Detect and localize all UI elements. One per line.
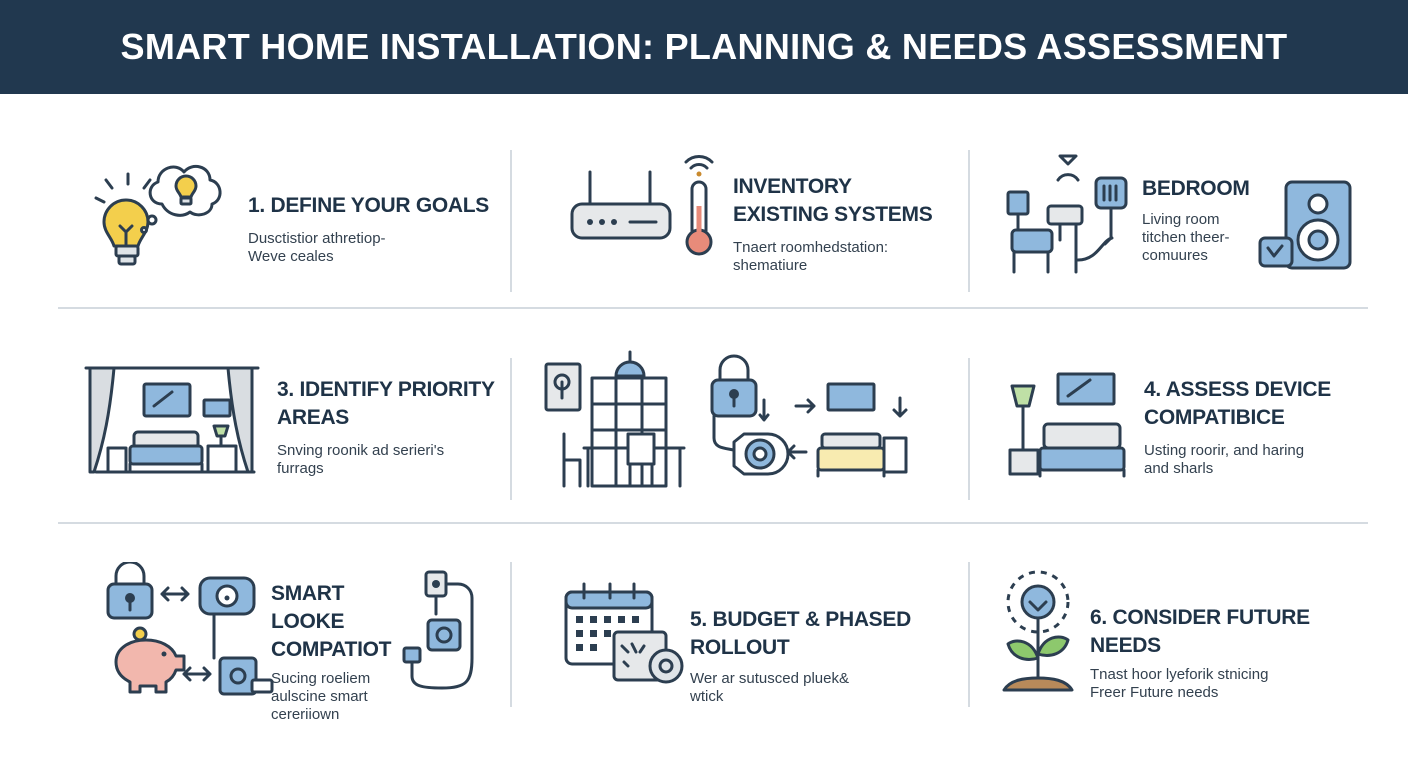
column-divider	[968, 562, 970, 707]
calendar-icon	[562, 582, 690, 695]
cell-description: Living room titchen theer- comuures	[1142, 211, 1230, 264]
cell-description: Snving roonik ad serieri's furrags	[277, 442, 445, 477]
column-divider	[510, 150, 512, 292]
lightbulb-thought-icon	[92, 158, 232, 283]
room-devices-icon	[1000, 150, 1140, 285]
cell-description: Wer ar sutusced pluek& wtick	[690, 670, 849, 705]
sprout-future-icon	[998, 566, 1082, 701]
page-title: SMART HOME INSTALLATION: PLANNING & NEED…	[120, 26, 1288, 67]
cell-title: 5. BUDGET & PHASED ROLLOUT	[690, 608, 911, 659]
cell-description: Usting roorir, and haring and sharls	[1144, 442, 1305, 477]
bedroom-scene-icon	[84, 362, 264, 483]
cell-description: Tnaert roomhedstation: shematiure	[733, 239, 889, 274]
column-divider	[510, 358, 512, 500]
house-devices-network-icon	[544, 350, 924, 495]
lock-savings-plug-icon	[102, 560, 274, 709]
speaker-icon	[1256, 178, 1360, 277]
cell-9-text: 6. CONSIDER FUTURE NEEDS Tnast hoor lyef…	[1090, 604, 1380, 702]
cell-description: Sucing roeliem aulscine smart cereriiown	[271, 670, 371, 723]
cell-title: BEDROOM	[1142, 177, 1250, 200]
cell-description: Tnast hoor lyeforik stnicing Freer Futur…	[1090, 666, 1269, 701]
column-divider	[510, 562, 512, 707]
cell-3-text: BEDROOM Living room titchen theer- comuu…	[1142, 175, 1262, 265]
bedroom-tv-icon	[1004, 370, 1130, 485]
smart-plug-cable-icon	[400, 568, 484, 697]
cell-1-text: 1. DEFINE YOUR GOALS Dusctistior athreti…	[248, 192, 498, 266]
page-header: SMART HOME INSTALLATION: PLANNING & NEED…	[0, 0, 1408, 94]
cell-title: 1. DEFINE YOUR GOALS	[248, 194, 489, 217]
cell-description: Dusctistior athretiop- Weve ceales	[248, 230, 386, 265]
cell-title: 6. CONSIDER FUTURE NEEDS	[1090, 606, 1310, 657]
row-divider	[58, 522, 1368, 524]
column-divider	[968, 150, 970, 292]
cell-8-text: 5. BUDGET & PHASED ROLLOUT Wer ar sutusc…	[690, 606, 970, 706]
row-divider	[58, 307, 1368, 309]
router-thermometer-icon	[568, 146, 728, 271]
column-divider	[968, 358, 970, 500]
